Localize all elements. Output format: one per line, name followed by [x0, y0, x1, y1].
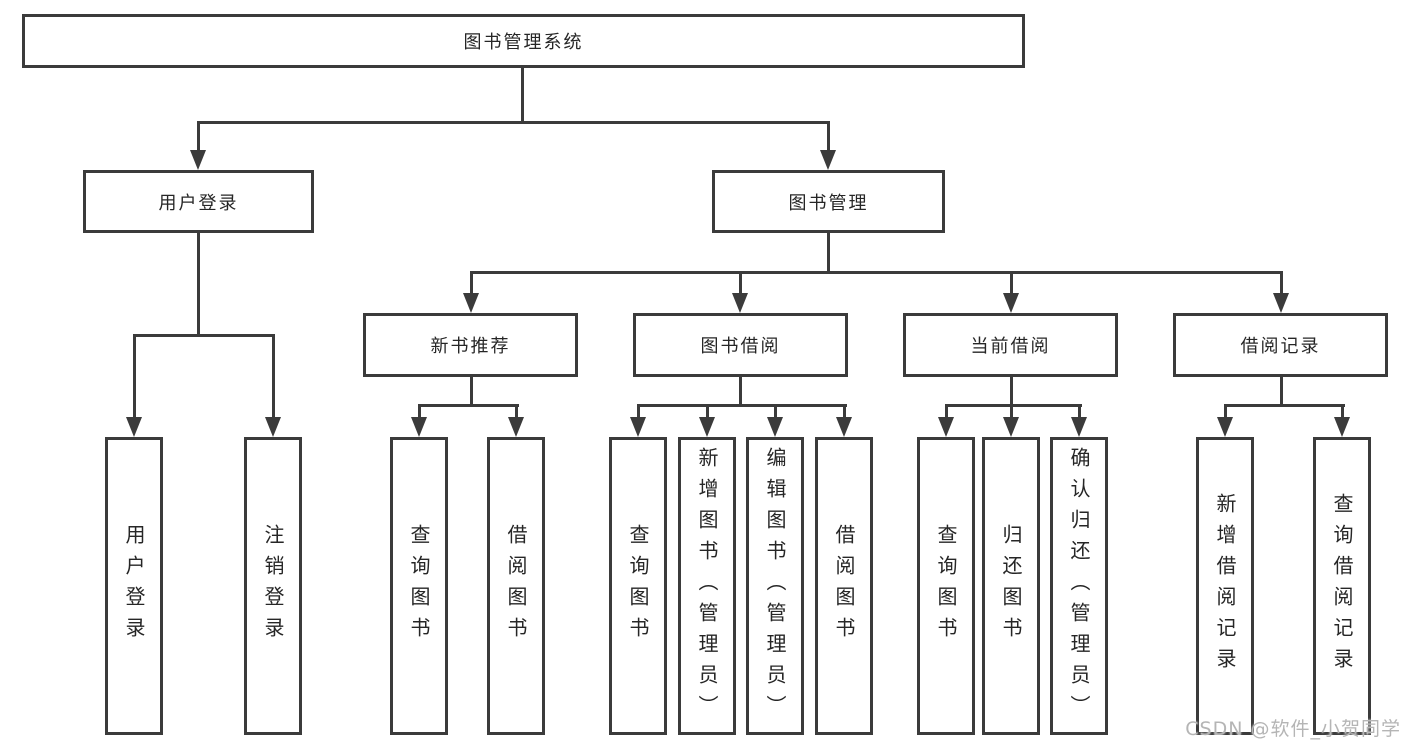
node-borrowing-records-label: 借阅记录 [1240, 336, 1321, 357]
leaf-add-books-admin-label: 新增图书（管理员） [695, 446, 719, 726]
node-book-borrowing: 图书借阅 [633, 313, 848, 377]
arrowhead-current-confirm [1071, 417, 1087, 437]
arrowhead-current-return [1003, 417, 1019, 437]
node-book-management-label: 图书管理 [788, 192, 869, 214]
leaf-borrowing-query-books-label: 查询图书 [626, 524, 650, 648]
node-book-borrowing-label: 图书借阅 [700, 336, 781, 357]
connector-drop-recommend-query [418, 406, 421, 419]
connector-user-login-stem [197, 233, 200, 337]
leaf-recommend-borrow-books-label: 借阅图书 [504, 524, 528, 648]
connector-drop-user-login [197, 122, 200, 154]
leaf-logout-label: 注销登录 [261, 524, 285, 648]
leaf-borrowing-borrow-books: 借阅图书 [815, 437, 873, 735]
connector-records-stem [1280, 377, 1283, 407]
connector-drop-borrowing-query [637, 406, 640, 419]
arrowhead-borrowing-borrow [836, 417, 852, 437]
leaf-recommend-query-books-label: 查询图书 [407, 524, 431, 648]
connector-root-stem [521, 68, 524, 124]
connector-drop-current-return [1010, 406, 1013, 419]
node-library-system-label: 图书管理系统 [463, 32, 584, 53]
arrowhead-recommend-query [411, 417, 427, 437]
leaf-return-books-label: 归还图书 [999, 524, 1023, 648]
arrowhead-recommend-borrow [508, 417, 524, 437]
connector-drop-current-borrowing [1010, 273, 1013, 296]
leaf-confirm-return-admin-label: 确认归还（管理员） [1067, 446, 1091, 726]
connector-drop-current-confirm [1078, 406, 1081, 419]
node-current-borrowing-label: 当前借阅 [970, 336, 1051, 357]
connector-borrowing-stem [739, 377, 742, 407]
csdn-watermark: CSDN @软件_小贺同学 [1185, 718, 1401, 740]
arrowhead-user-login [190, 150, 206, 170]
connector-book-management-crossbar [470, 271, 1283, 274]
node-borrowing-records: 借阅记录 [1173, 313, 1388, 377]
node-book-management: 图书管理 [712, 170, 945, 233]
arrowhead-borrowing-query [630, 417, 646, 437]
arrowhead-records-add [1217, 417, 1233, 437]
node-user-login-label: 用户登录 [158, 192, 239, 214]
connector-current-crossbar [945, 404, 1082, 407]
connector-borrowing-crossbar [637, 404, 847, 407]
arrowhead-borrowing-add [699, 417, 715, 437]
leaf-user-login-label: 用户登录 [122, 524, 146, 648]
connector-book-management-stem [827, 233, 830, 273]
connector-drop-borrowing-add [706, 406, 709, 419]
arrowhead-current-borrowing [1003, 293, 1019, 313]
connector-recommend-crossbar [418, 404, 519, 407]
node-user-login: 用户登录 [83, 170, 314, 233]
arrowhead-new-book-recommend [463, 293, 479, 313]
leaf-add-borrow-record-label: 新增借阅记录 [1213, 493, 1237, 679]
connector-drop-book-management [827, 122, 830, 154]
leaf-borrowing-query-books: 查询图书 [609, 437, 667, 735]
arrowhead-records-query [1334, 417, 1350, 437]
connector-drop-book-borrowing [739, 273, 742, 296]
connector-drop-records-query [1341, 406, 1344, 419]
leaf-return-books: 归还图书 [982, 437, 1040, 735]
leaf-edit-books-admin: 编辑图书（管理员） [746, 437, 804, 735]
connector-user-login-crossbar [133, 334, 275, 337]
arrowhead-current-query [938, 417, 954, 437]
leaf-borrowing-borrow-books-label: 借阅图书 [832, 524, 856, 648]
leaf-logout: 注销登录 [244, 437, 302, 735]
leaf-query-borrow-record: 查询借阅记录 [1313, 437, 1371, 735]
leaf-add-borrow-record: 新增借阅记录 [1196, 437, 1254, 735]
leaf-recommend-borrow-books: 借阅图书 [487, 437, 545, 735]
node-current-borrowing: 当前借阅 [903, 313, 1118, 377]
leaf-edit-books-admin-label: 编辑图书（管理员） [763, 446, 787, 726]
connector-drop-borrowing-borrow [843, 406, 846, 419]
connector-drop-borrowing-records [1280, 273, 1283, 296]
connector-drop-recommend-borrow [515, 406, 518, 419]
node-new-book-recommend-label: 新书推荐 [430, 336, 511, 357]
arrowhead-book-borrowing [732, 293, 748, 313]
connector-records-crossbar [1224, 404, 1345, 407]
connector-drop-records-add [1224, 406, 1227, 419]
node-new-book-recommend: 新书推荐 [363, 313, 578, 377]
connector-drop-current-query [945, 406, 948, 419]
arrowhead-leaf-user-login [126, 417, 142, 437]
leaf-recommend-query-books: 查询图书 [390, 437, 448, 735]
leaf-current-query-books: 查询图书 [917, 437, 975, 735]
connector-drop-leaf-logout [272, 336, 275, 419]
arrowhead-book-management [820, 150, 836, 170]
connector-drop-leaf-user-login [133, 336, 136, 419]
leaf-current-query-books-label: 查询图书 [934, 524, 958, 648]
connector-drop-borrowing-edit [774, 406, 777, 419]
arrowhead-borrowing-records [1273, 293, 1289, 313]
connector-drop-new-book-recommend [470, 273, 473, 296]
node-library-system: 图书管理系统 [22, 14, 1025, 68]
arrowhead-borrowing-edit [767, 417, 783, 437]
arrowhead-leaf-logout [265, 417, 281, 437]
leaf-confirm-return-admin: 确认归还（管理员） [1050, 437, 1108, 735]
leaf-user-login: 用户登录 [105, 437, 163, 735]
connector-recommend-stem [470, 377, 473, 407]
connector-root-crossbar [197, 121, 830, 124]
connector-current-stem [1010, 377, 1013, 407]
leaf-add-books-admin: 新增图书（管理员） [678, 437, 736, 735]
leaf-query-borrow-record-label: 查询借阅记录 [1330, 493, 1354, 679]
